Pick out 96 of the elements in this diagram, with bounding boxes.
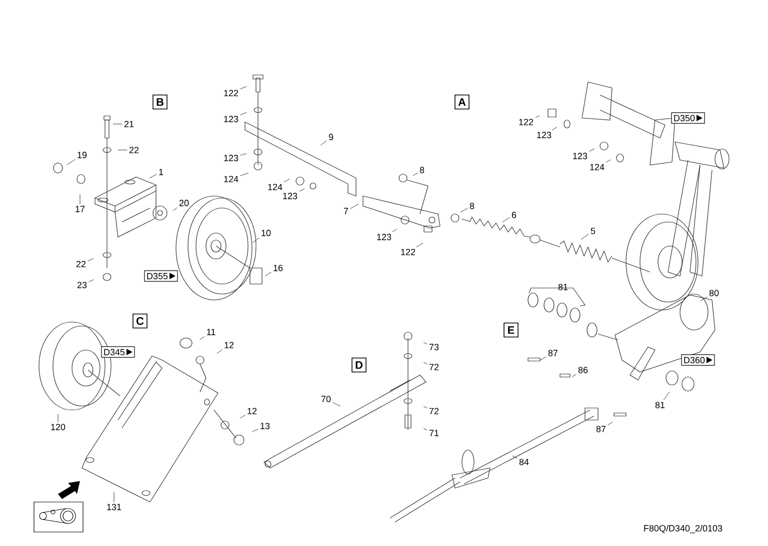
leader-line — [240, 153, 246, 156]
leader-line — [264, 272, 272, 276]
leader-line — [200, 336, 205, 340]
callout-number: 86 — [578, 366, 588, 374]
callout-number: 87 — [596, 426, 606, 432]
callout-number: 123 — [537, 132, 552, 138]
reference-box: D360 — [681, 354, 715, 366]
leader-line — [320, 140, 327, 146]
leader-line — [700, 296, 708, 302]
leader-line — [88, 279, 94, 282]
callout-number: 7 — [344, 208, 348, 214]
leader-line — [149, 174, 157, 178]
callout-number: 123 — [283, 192, 298, 200]
callout-number: 20 — [179, 200, 189, 206]
section-letter: E — [504, 322, 518, 338]
leader-line — [350, 204, 359, 209]
callout-number: 123 — [224, 154, 238, 162]
leader-line — [88, 258, 94, 262]
section-letter: C — [132, 314, 148, 328]
callout-number: 131 — [107, 504, 122, 510]
leader-line — [332, 402, 341, 406]
callout-number: 10 — [262, 230, 271, 236]
leader-line — [512, 456, 518, 459]
reference-box: D345 — [101, 346, 135, 358]
leader-line — [540, 356, 546, 360]
leader-line — [606, 160, 611, 162]
callout-number: 122 — [224, 90, 238, 96]
leader-line — [535, 115, 540, 118]
section-letter: B — [152, 94, 168, 110]
callout-number: 123 — [224, 116, 238, 122]
leader-line — [66, 159, 76, 165]
callout-number: 71 — [429, 430, 439, 436]
leader-line — [392, 228, 398, 232]
callout-number: 21 — [124, 120, 134, 128]
leader-line — [240, 414, 246, 418]
reference-box: D355 — [144, 270, 178, 282]
leader-line — [240, 112, 247, 116]
callout-number: 81 — [655, 402, 665, 408]
callout-number: 120 — [51, 424, 66, 430]
section-letter: A — [454, 94, 470, 110]
leader-line — [460, 208, 468, 212]
callout-number: 1 — [159, 168, 164, 176]
leader-line — [502, 217, 510, 222]
leader-line — [423, 342, 428, 344]
leader-line — [240, 86, 247, 90]
callout-number: 16 — [274, 264, 283, 272]
leader-line — [412, 172, 418, 176]
callout-number: 12 — [248, 408, 257, 414]
leader-line — [663, 392, 670, 400]
leader-line — [216, 350, 222, 354]
callout-number: 23 — [77, 282, 87, 288]
leader-line — [608, 422, 613, 426]
leader-line — [416, 242, 424, 248]
callout-number: 72 — [429, 408, 439, 414]
leader-line — [423, 406, 428, 408]
leader-line — [252, 428, 258, 432]
callout-number: 123 — [573, 152, 588, 160]
reference-box: D350 — [671, 112, 705, 124]
leader-line — [172, 207, 178, 211]
callout-number: 87 — [548, 350, 558, 356]
leader-line — [284, 178, 290, 182]
callout-number: 22 — [76, 260, 86, 268]
callout-number: 17 — [76, 206, 85, 212]
callout-number: 19 — [78, 152, 87, 158]
callout-number: 122 — [519, 118, 534, 126]
callout-number: 73 — [429, 344, 439, 350]
callout-number: 8 — [420, 166, 424, 174]
leader-line — [240, 172, 248, 176]
leader-line — [589, 148, 595, 152]
callout-number: 124 — [590, 164, 604, 170]
callout-number: 81 — [558, 284, 568, 290]
callout-number: 5 — [590, 228, 596, 234]
leader-line — [423, 428, 428, 430]
callout-number: 72 — [429, 364, 439, 370]
leader-line — [299, 188, 305, 192]
leader-line — [580, 234, 589, 240]
callout-number: 6 — [512, 212, 516, 218]
callout-number: 12 — [224, 342, 234, 348]
callout-number: 13 — [260, 422, 270, 430]
callout-number: 9 — [328, 134, 334, 140]
callout-number: 124 — [268, 184, 282, 190]
callout-number: 124 — [224, 176, 238, 182]
callout-number: 70 — [321, 396, 331, 402]
leader-line — [252, 238, 260, 243]
callout-number: 8 — [470, 202, 474, 210]
callout-number: 80 — [709, 290, 719, 296]
callout-number: 123 — [377, 234, 392, 240]
drawing-number: F80Q/D340_2/0103 — [644, 524, 722, 534]
leader-line — [423, 362, 428, 364]
callout-number: 84 — [519, 458, 529, 466]
callout-number: 22 — [129, 146, 139, 154]
leader-line — [552, 126, 558, 130]
callout-number: 11 — [207, 328, 216, 336]
leader-line — [572, 374, 576, 377]
callout-number: 122 — [401, 248, 416, 256]
section-letter: D — [352, 358, 366, 372]
